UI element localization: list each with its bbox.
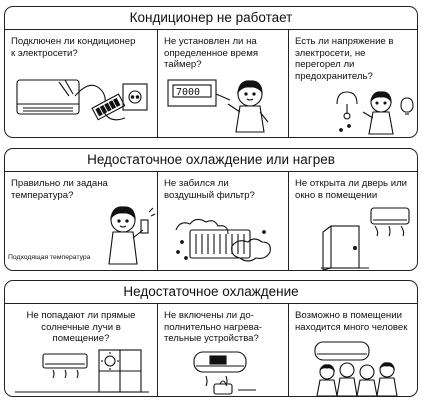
panel-question: Не включены ли до- полнительно нагрева- … [164, 310, 263, 344]
panel-row: Не попадают ли прямые солнечные лучи в п… [5, 304, 417, 397]
panel-question: Не открыта ли дверь или окно в помещении [295, 178, 408, 201]
panel-question: Правильно ли задана температура? [11, 178, 108, 201]
panel-fuse: Есть ли напряжение в электросети, не пер… [288, 30, 417, 137]
panel-row: Правильно ли задана температура? Подходя… [5, 172, 417, 271]
panel-temperature: Правильно ли задана температура? Подходя… [5, 172, 157, 270]
clogged-filter-illustration [175, 218, 271, 262]
panel-air-filter: Не забился ли воздушный фильтр? [157, 172, 288, 270]
sunlight-window-illustration [15, 349, 149, 393]
section-not-working: Кондиционер не работает Подключен ли кон… [4, 6, 418, 138]
panel-question: Возможно в помещении находится много чел… [295, 310, 408, 333]
panel-many-people: Возможно в помещении находится много чел… [288, 304, 417, 397]
panel-question: Не попадают ли прямые солнечные лучи в п… [26, 310, 136, 344]
section-weak-cooling: Недостаточное охлаждение Не попадают ли … [4, 280, 418, 397]
section-weak-cooling-heating: Недостаточное охлаждение или нагрев Прав… [4, 148, 418, 271]
section-title: Недостаточное охлаждение или нагрев [5, 149, 417, 172]
panel-timer: Не установлен ли на определенное время т… [157, 30, 288, 137]
section-title: Недостаточное охлаждение [5, 281, 417, 304]
panel-heaters: Не включены ли до- полнительно нагрева- … [157, 304, 288, 396]
fuse-girl-illustration [336, 91, 414, 135]
suitable-temperature-caption: Подходящая температура [8, 254, 91, 261]
open-door-illustration [321, 207, 410, 271]
panel-row: Подключен ли кондиционер к электросети? [5, 30, 417, 137]
crowd-illustration [314, 341, 398, 397]
panel-question: Подключен ли кондиционер к электросети? [11, 36, 136, 59]
panel-question: Есть ли напряжение в электросети, не пер… [295, 36, 394, 82]
section-title: Кондиционер не работает [5, 7, 417, 30]
timer-girl-illustration: 7000 [167, 79, 269, 133]
remote-girl-illustration [108, 206, 156, 265]
panel-question: Не установлен ли на определенное время т… [164, 36, 259, 70]
svg-text:7000: 7000 [176, 87, 200, 98]
panel-question: Не забился ли воздушный фильтр? [164, 178, 255, 201]
panel-power-plug: Подключен ли кондиционер к электросети? [5, 30, 157, 137]
panel-open-door: Не открыта ли дверь или окно в помещении [288, 172, 417, 271]
heater-illustration [193, 351, 256, 395]
unplugged-ac-illustration [16, 79, 148, 121]
panel-sunlight: Не попадают ли прямые солнечные лучи в п… [5, 304, 157, 396]
